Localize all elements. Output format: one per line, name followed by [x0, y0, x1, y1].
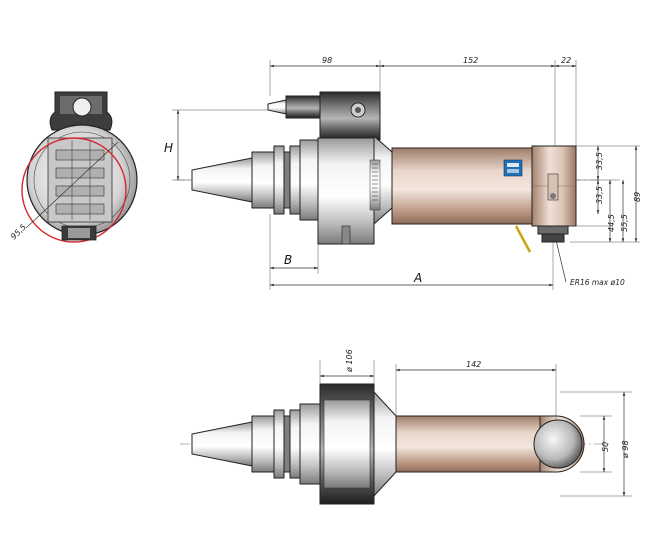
scale-ticks: [372, 163, 378, 201]
side-view-red-circle: [21, 137, 127, 243]
radius-line: [25, 141, 119, 229]
collet-nut: [537, 225, 569, 235]
upper-housing: [319, 91, 381, 141]
stop-pin: [267, 99, 287, 115]
side-view-ear-hole: [72, 97, 92, 117]
dim-H: H: [164, 141, 173, 155]
dim-33-5-upper: 33,5: [595, 152, 604, 170]
flange: [273, 145, 285, 215]
bottom-arm: [395, 415, 557, 473]
dim-152: 152: [463, 56, 478, 65]
dim-B: B: [284, 253, 292, 267]
dim-d98: ø 98: [621, 440, 630, 459]
dim-142: 142: [466, 360, 481, 369]
dim-d106: ø 106: [345, 349, 354, 373]
dim-89: 89: [633, 192, 642, 202]
radius-label: 95,5: [9, 222, 28, 241]
top-view: ø 106 142 50 ø 98: [180, 349, 632, 505]
bottom-taper: [191, 421, 253, 467]
dim-33-5-lower: 33,5: [595, 186, 604, 204]
front-view: 98 152 22 H B A ER16 max ø10 33,5 33,5: [164, 56, 642, 290]
dim-50: 50: [601, 442, 610, 452]
side-view: 95,5: [9, 91, 138, 243]
logo-badge: [503, 159, 523, 177]
collet-note: ER16 max ø10: [570, 278, 625, 287]
dim-98: 98: [322, 56, 332, 65]
taper-shank: [191, 157, 253, 203]
stop-block: [285, 95, 321, 119]
dim-22: 22: [561, 56, 571, 65]
bottom-bore: [533, 419, 583, 469]
extension-arm: [391, 147, 533, 225]
dim-55-5: 55,5: [620, 214, 629, 232]
dim-44-5: 44,5: [607, 214, 616, 232]
dim-A: A: [413, 271, 422, 285]
